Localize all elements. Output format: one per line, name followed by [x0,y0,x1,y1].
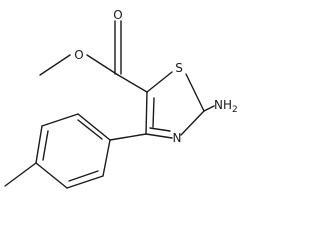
bond-carbonyl-ring [117,74,148,93]
molecule-svg: O O S N NH2 [4,8,238,189]
bond-ring-c [35,125,43,164]
amine-label: NH2 [214,98,238,115]
bond-c4-c5-inner [152,97,155,128]
bond-c2-nitrogen [180,110,205,136]
bond-ring-e-inner [68,170,99,182]
bond-c4-c5 [145,91,148,135]
bond-c2-amine [203,105,215,112]
bond-oxygen-carbonyl [86,54,119,76]
bond-ring-b [41,113,79,127]
bond-methyl-oxygen [39,54,71,76]
bond-c5-sulfur [146,71,173,93]
ester-oxygen-label: O [74,48,83,62]
bond-nitrogen-c4-inner [149,127,171,132]
bond-ring-e [66,175,104,189]
bond-ring-d [35,162,68,189]
bond-ring-c-inner [42,130,49,161]
bond-ring-a-inner [77,119,103,140]
sulfur-label: S [175,61,183,75]
bond-c4-aryl [109,133,147,141]
bond-nitrogen-c4 [145,133,173,139]
bond-ring-a [77,113,111,141]
nitrogen-label: N [173,131,182,145]
bond-sulfur-c2 [185,73,205,112]
structure-diagram: O O S N NH2 [4,8,238,189]
bond-ring-f [102,139,111,177]
carbonyl-oxygen-label: O [113,8,122,22]
bond-tolyl-methyl [4,162,37,187]
